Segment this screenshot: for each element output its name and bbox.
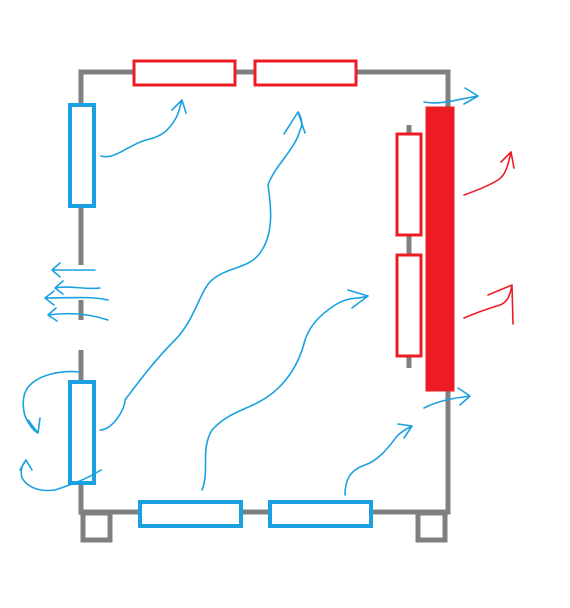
foot-right — [415, 510, 448, 543]
enclosure-frame — [78, 69, 451, 543]
hot-panel-top-right — [253, 59, 358, 87]
cold-panel-bottom-left — [138, 500, 243, 528]
cold-flow-diagonal-long — [99, 111, 306, 431]
hot-flow-upper — [463, 151, 515, 196]
foot-left — [80, 510, 113, 543]
cold-flow-diagonal-mid — [201, 289, 369, 491]
cold-flow-upper-left — [100, 99, 187, 158]
cold-flow-vent-1 — [51, 262, 96, 278]
cold-panel-left-lower — [68, 380, 96, 485]
cold-panel-bottom-right — [268, 500, 373, 528]
cold-flow-vent-2 — [54, 280, 101, 295]
cold-flow-vent-3 — [44, 290, 109, 306]
cold-panel-left-upper — [68, 103, 96, 208]
cold-flow-bottom-right — [344, 423, 413, 496]
cold-flow-exhaust-top — [423, 87, 479, 105]
hot-panel-right-upper — [395, 132, 423, 237]
cold-flow-vent-4 — [47, 307, 109, 322]
hot-panel-top-left — [132, 59, 237, 87]
hot-components — [132, 59, 455, 392]
cold-airflow — [19, 87, 479, 496]
cold-flow-exhaust-bottom — [423, 387, 471, 409]
hot-airflow — [463, 151, 515, 325]
frame-outline — [78, 69, 451, 515]
cold-flow-left-bottom — [19, 459, 102, 492]
hot-flow-lower — [463, 284, 514, 325]
hot-exhaust-bar — [425, 106, 455, 392]
cold-components — [68, 103, 373, 528]
hot-panel-right-lower — [395, 253, 423, 358]
cold-flow-left-loop — [22, 370, 80, 434]
